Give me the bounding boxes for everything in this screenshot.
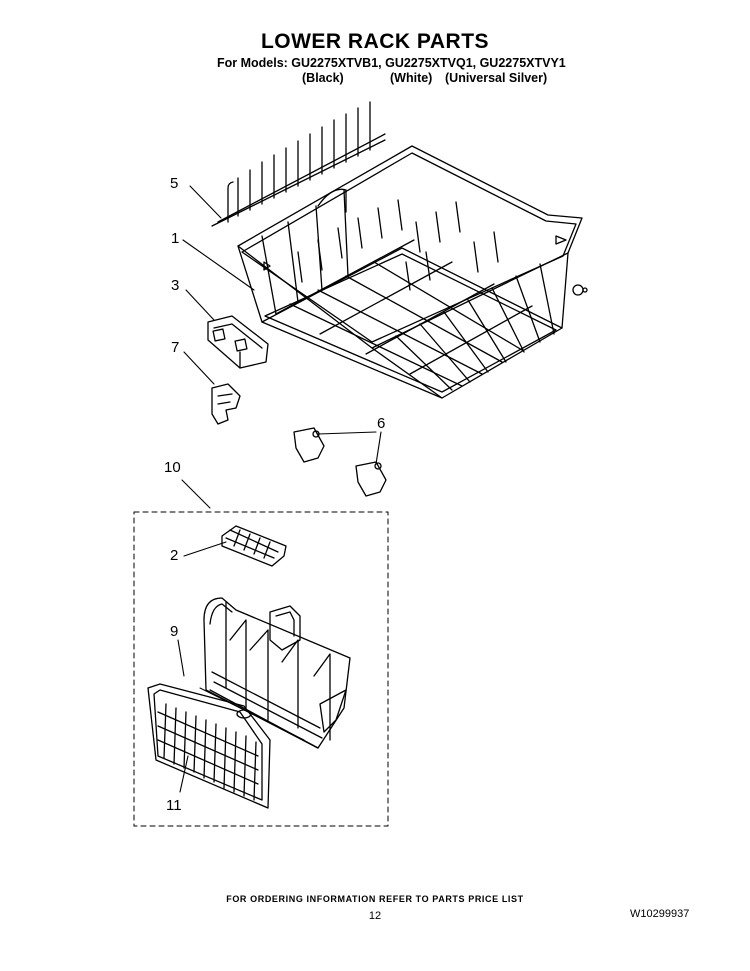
model-colors: (Black) (White) (Universal Silver) [0,71,750,87]
color-silver-label: (Universal Silver) [445,71,548,85]
leader-lines [177,185,382,793]
callout-5: 5 [170,175,178,192]
part-6-rack-wheel[interactable] [293,427,387,497]
color-white-label: (White) [390,71,433,85]
part-7-bracket[interactable] [211,383,241,425]
callout-10: 10 [164,459,181,476]
callout-7: 7 [171,339,179,356]
part-1-lower-rack[interactable] [237,145,588,399]
document-number: W10299937 [630,908,690,920]
part-11-basket-lid[interactable] [147,683,271,809]
callout-3: 3 [171,277,179,294]
part-9-silverware-basket[interactable] [203,597,351,749]
part-3-rack-clip[interactable] [207,315,269,369]
callout-9: 9 [170,623,178,640]
part-5-tine-row[interactable] [211,101,386,227]
ordering-note: FOR ORDERING INFORMATION REFER TO PARTS … [226,894,524,904]
page-title: LOWER RACK PARTS [260,30,490,53]
callout-1: 1 [171,230,179,247]
page-number: 12 [368,910,382,922]
callout-6: 6 [377,415,385,432]
part-2-tine-insert[interactable] [221,525,287,567]
callout-11: 11 [166,797,182,814]
callout-numbers: 5 1 3 7 6 10 2 9 11 [164,175,385,814]
part-10-kit-box [133,511,389,827]
color-black-label: (Black) [302,71,344,85]
model-list: For Models: GU2275XTVB1, GU2275XTVQ1, GU… [217,56,566,70]
callout-2: 2 [170,547,178,564]
